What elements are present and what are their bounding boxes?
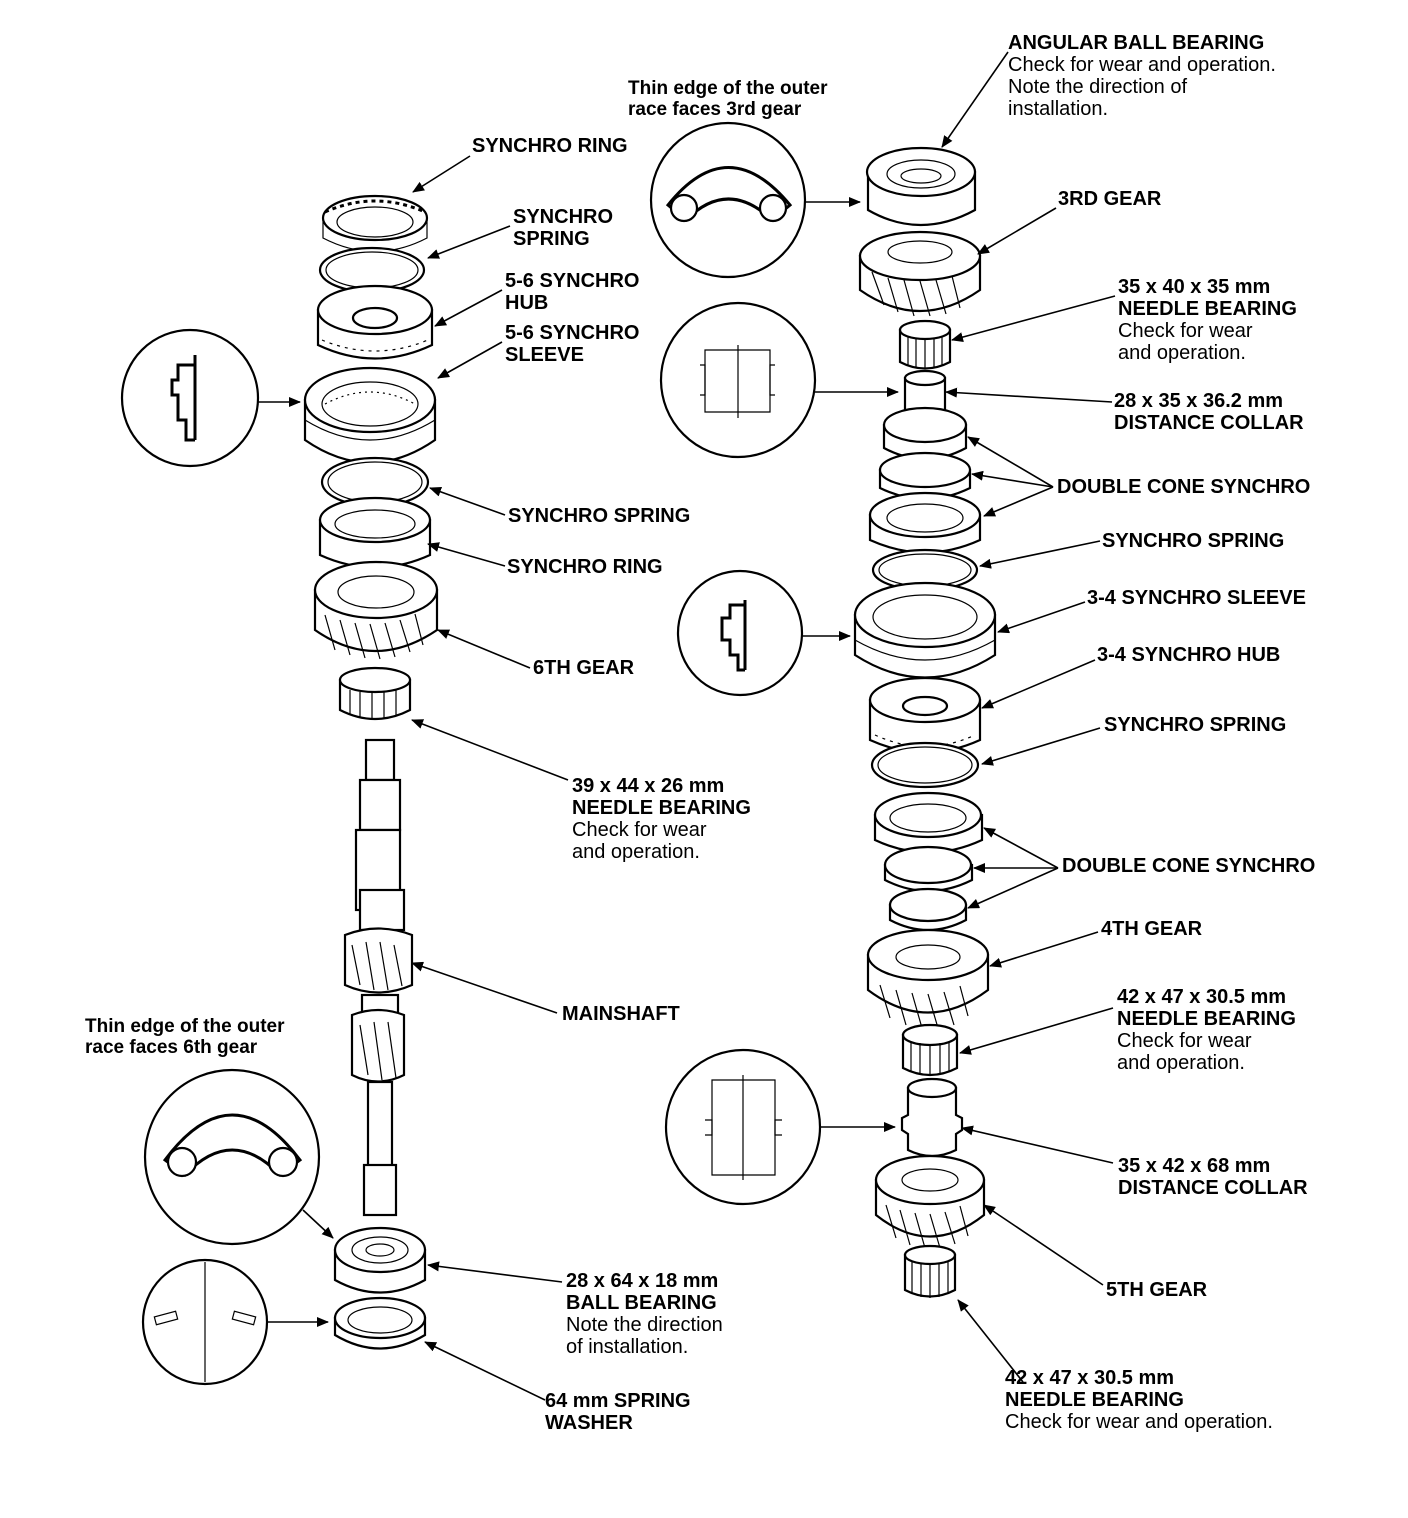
label-spring-a: SYNCHRO SPRING (1102, 530, 1285, 552)
caption-line: Thin edge of the outer (85, 1016, 285, 1037)
label-needle-35: 35 x 40 x 35 mm NEEDLE BEARING Check for… (1118, 276, 1297, 364)
label-synchro-ring-top: SYNCHRO RING (472, 135, 628, 157)
right-gear-4th (866, 928, 990, 1029)
label-gear-4th: 4TH GEAR (1101, 918, 1203, 940)
right-sleeve-detail (676, 569, 851, 697)
caption-line: Thin edge of the outer (628, 78, 828, 99)
right-angular-bearing (865, 146, 977, 226)
label-spring-b: SYNCHRO SPRING (1104, 714, 1287, 736)
right-sleeve-34 (853, 581, 997, 679)
label-hub-34: 3-4 SYNCHRO HUB (1097, 644, 1281, 666)
left-mainshaft (343, 738, 414, 1217)
label-gear-3rd: 3RD GEAR (1058, 188, 1162, 210)
label-sleeve-34: 3-4 SYNCHRO SLEEVE (1087, 587, 1306, 609)
left-synchro-ring-top (321, 194, 429, 252)
label-dcs-bottom: DOUBLE CONE SYNCHRO (1062, 855, 1316, 877)
caption-line: race faces 3rd gear (628, 99, 802, 120)
label-synchro-spring: SYNCHRO SPRING (508, 505, 691, 527)
right-gear-3rd (858, 230, 982, 317)
right-hub-34 (868, 676, 982, 754)
right-needle-42b (903, 1244, 957, 1298)
label-gear-5th: 5TH GEAR (1106, 1279, 1208, 1301)
label-synchro-ring: SYNCHRO RING (507, 556, 663, 578)
label-needle-39: 39 x 44 x 26 mm NEEDLE BEARING Check for… (572, 775, 751, 863)
right-dcs-bottom (873, 791, 984, 932)
label-hub-56: 5-6 SYNCHRO HUB (505, 270, 640, 314)
label-ball-bearing: 28 x 64 x 18 mm BALL BEARING Note the di… (566, 1270, 723, 1358)
left-spring-washer (333, 1296, 427, 1350)
right-needle-42a (901, 1023, 959, 1077)
right-collar-35 (900, 1077, 964, 1158)
label-needle-42a: 42 x 47 x 30.5 mm NEEDLE BEARING Check f… (1117, 986, 1296, 1074)
left-gear-6th (313, 560, 439, 660)
label-gear-6th: 6TH GEAR (533, 657, 635, 679)
right-needle-35 (898, 319, 952, 370)
right-gear-5th (874, 1154, 986, 1249)
right-spring-b (870, 741, 980, 789)
left-needle-39 (338, 666, 412, 720)
label-sleeve-56: 5-6 SYNCHRO SLEEVE (505, 322, 640, 366)
label-angular-bearing: ANGULAR BALL BEARING Check for wear and … (1008, 32, 1276, 120)
label-needle-42b: 42 x 47 x 30.5 mm NEEDLE BEARING Check f… (1005, 1367, 1273, 1433)
left-sleeve-56 (303, 366, 437, 464)
left-sleeve-detail (120, 328, 301, 468)
washer-detail (141, 1258, 329, 1386)
left-leaders (411, 155, 569, 1401)
label-mainshaft: MAINSHAFT (562, 1003, 680, 1025)
right-dcs-top (868, 406, 982, 554)
collar-35-detail (664, 1048, 896, 1206)
label-spring-washer: 64 mm SPRING WASHER (545, 1390, 691, 1434)
right-leaders (941, 51, 1116, 1383)
caption-line: race faces 6th gear (85, 1037, 258, 1058)
left-synchro-spring-top (318, 246, 426, 294)
race-6th-caption: Thin edge of the outer race faces 6th ge… (85, 1016, 285, 1058)
left-ball-bearing (333, 1226, 427, 1294)
left-hub-56 (316, 284, 434, 360)
race-3rd-detail (649, 121, 861, 279)
race-3rd-caption: Thin edge of the outer race faces 3rd ge… (628, 78, 828, 120)
label-synchro-spring-top: SYNCHRO SPRING (513, 206, 614, 250)
left-synchro-ring (318, 496, 432, 569)
collar-28-detail (659, 301, 899, 459)
label-collar-28: 28 x 35 x 36.2 mm DISTANCE COLLAR (1114, 390, 1304, 434)
race-6th-detail (143, 1068, 334, 1246)
label-collar-35: 35 x 42 x 68 mm DISTANCE COLLAR (1118, 1155, 1308, 1199)
label-dcs-top: DOUBLE CONE SYNCHRO (1057, 476, 1311, 498)
